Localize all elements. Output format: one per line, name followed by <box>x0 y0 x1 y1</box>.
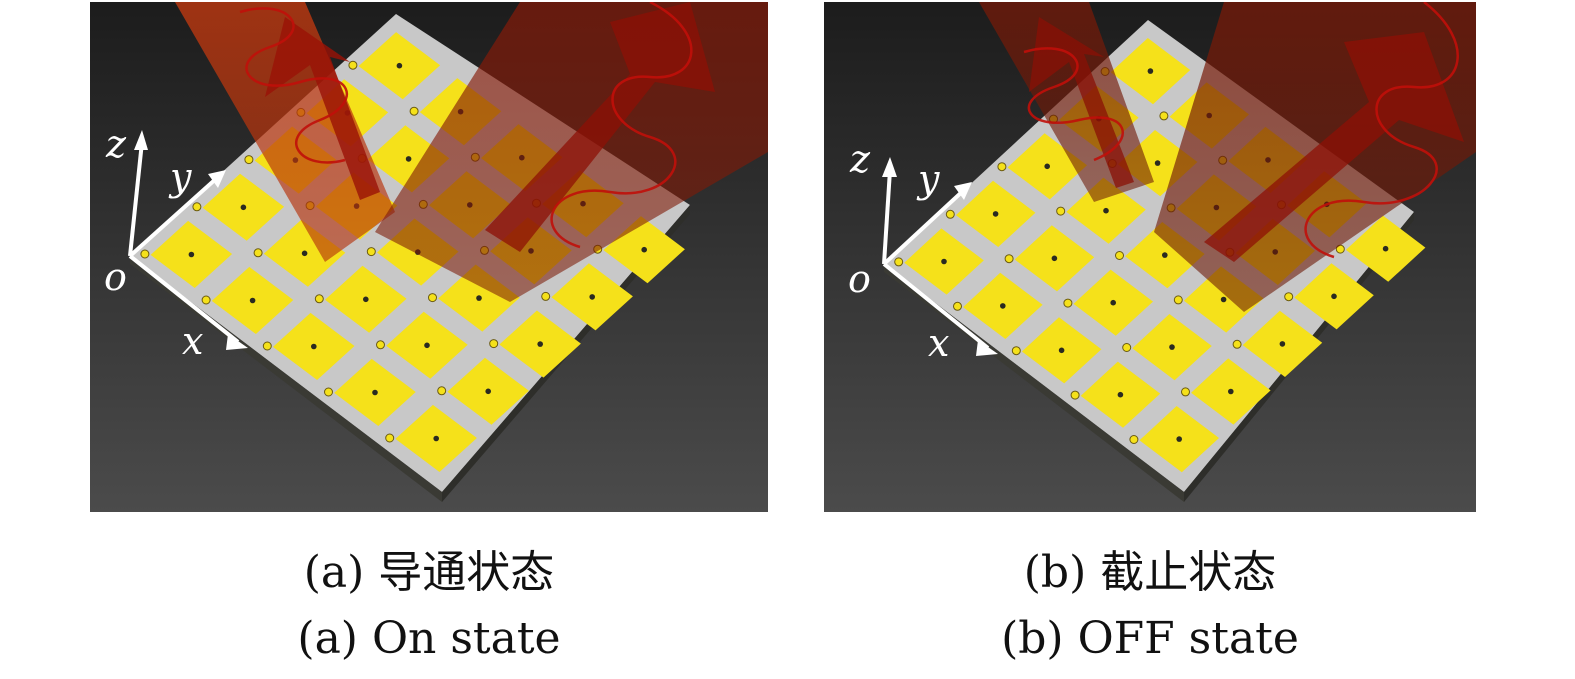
via-dot <box>1169 344 1175 350</box>
via-dot <box>372 389 378 396</box>
diode-pad <box>997 162 1007 172</box>
diode-pad <box>1063 298 1073 308</box>
diode-pad <box>1232 339 1242 349</box>
diode-pad <box>140 249 150 259</box>
diode-pad <box>1181 387 1190 397</box>
reflected-beam <box>375 2 768 302</box>
diode-pad <box>192 202 202 212</box>
via-dot <box>1147 68 1154 74</box>
axis-label-origin: o <box>848 257 871 301</box>
diode-pad <box>1070 390 1080 400</box>
reflected-beam <box>1154 2 1476 312</box>
axis-label-y: y <box>168 155 192 199</box>
axis-label-z: z <box>849 137 871 181</box>
diode-pad <box>324 387 333 397</box>
diode-pad <box>1122 343 1132 352</box>
via-dot <box>311 343 317 350</box>
caption-a-en: (a) On state <box>297 613 561 664</box>
diode-pad <box>953 301 962 311</box>
via-dot <box>641 246 647 253</box>
via-dot <box>363 296 369 303</box>
diode-pad <box>314 294 324 304</box>
via-dot <box>1154 160 1161 166</box>
via-dot <box>424 342 430 349</box>
via-dot <box>1220 296 1227 303</box>
via-dot <box>941 258 947 265</box>
diode-pad <box>366 247 376 257</box>
diode-pad <box>1056 206 1066 216</box>
diode-pad <box>1159 111 1169 121</box>
diode-pad <box>541 291 551 301</box>
via-dot <box>1331 293 1337 300</box>
diode-pad <box>262 341 272 351</box>
metasurface-figure-on: z y o x <box>90 2 768 512</box>
via-dot <box>240 204 247 211</box>
via-dot <box>1382 245 1389 252</box>
via-dot <box>485 388 492 395</box>
diode-pad <box>437 386 447 396</box>
diode-pad <box>1129 435 1139 444</box>
via-dot <box>537 341 543 347</box>
caption-a-cn: (a) 导通状态 <box>303 547 555 598</box>
via-dot <box>1110 299 1116 306</box>
via-dot <box>396 62 403 69</box>
diode-pad <box>201 295 211 305</box>
diode-pad <box>244 155 254 165</box>
incident-beam <box>175 2 395 262</box>
diode-pad <box>428 293 437 303</box>
axis-label-x: x <box>182 319 203 363</box>
via-dot <box>1051 255 1058 262</box>
via-dot <box>476 295 482 301</box>
via-dot <box>1228 388 1234 395</box>
diode-pad <box>1115 251 1124 260</box>
via-dot <box>1058 347 1065 354</box>
diode-pad <box>945 209 955 219</box>
via-dot <box>301 250 308 257</box>
via-dot <box>992 211 999 217</box>
via-dot <box>405 156 412 162</box>
diode-pad <box>1004 254 1014 264</box>
incident-beam <box>979 2 1154 202</box>
via-dot <box>1176 436 1182 442</box>
diode-pad <box>253 248 263 258</box>
diode-pad <box>409 106 419 116</box>
axis-label-y: y <box>916 157 940 201</box>
via-dot <box>188 251 195 258</box>
diode-pad <box>348 60 358 70</box>
via-dot <box>433 435 440 442</box>
via-dot <box>1103 207 1109 214</box>
axis-label-x: x <box>928 321 949 365</box>
diode-pad <box>489 339 499 349</box>
diode-pad <box>376 340 385 350</box>
via-dot <box>1000 303 1006 309</box>
via-dot <box>1162 252 1168 258</box>
axis-label-z: z <box>105 122 127 166</box>
diode-pad <box>1284 292 1294 302</box>
caption-b-en: (b) OFF state <box>1001 613 1299 664</box>
via-dot <box>249 297 256 304</box>
axes: z y o x <box>848 137 998 365</box>
via-dot <box>1117 391 1124 398</box>
via-dot <box>589 294 595 300</box>
axis-label-origin: o <box>104 255 127 299</box>
diode-pad <box>1011 346 1021 356</box>
via-dot <box>1044 163 1050 170</box>
via-dot <box>1279 341 1286 347</box>
diode-pad <box>385 433 395 443</box>
axes: z y o x <box>104 122 248 363</box>
diode-pad <box>1173 295 1183 305</box>
caption-b-cn: (b) 截止状态 <box>1023 547 1277 598</box>
metasurface-figure-off: z y o x <box>824 2 1476 512</box>
diode-pad <box>894 257 904 267</box>
